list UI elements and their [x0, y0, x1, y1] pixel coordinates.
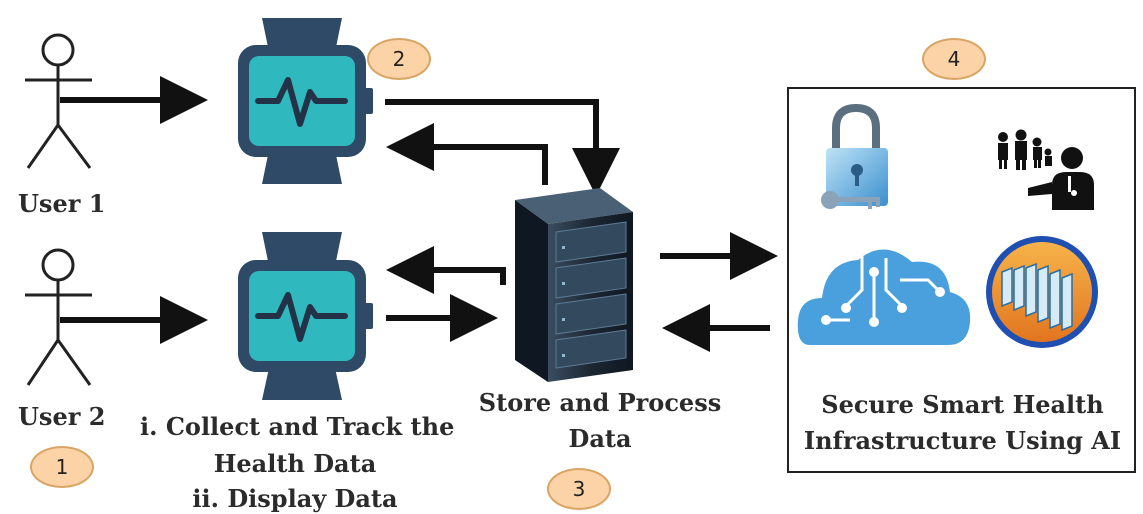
- doctor-family-icon: [998, 129, 1094, 210]
- step-badge-3: 3: [547, 468, 611, 510]
- device-caption-line2: Health Data: [213, 449, 377, 478]
- device-caption-line3: ii. Display Data: [192, 484, 398, 513]
- infrastructure-box: [787, 87, 1136, 473]
- server-caption-line1: Store and Process: [478, 388, 722, 417]
- smartwatch-1-icon: [238, 18, 373, 184]
- device-caption-line1: i. Collect and Track the: [140, 412, 455, 441]
- step-badge-4: 4: [922, 38, 986, 80]
- user1-label: User 1: [18, 189, 106, 218]
- ai-cloud-icon: [797, 249, 971, 345]
- server-rack-icon: [515, 188, 633, 382]
- user2-person-icon: [25, 248, 92, 386]
- padlock-key-icon: [821, 103, 888, 209]
- arrow-server-to-watch1: [386, 123, 548, 185]
- step-badge-2: 2: [367, 38, 431, 80]
- step-badge-1: 1: [30, 446, 94, 488]
- user1-person-icon: [25, 33, 92, 169]
- user2-label: User 2: [18, 402, 106, 431]
- infra-caption-line1: Secure Smart Health: [821, 390, 1104, 419]
- server-globe-icon: [986, 236, 1098, 348]
- infra-caption-line2: Infrastructure Using AI: [803, 426, 1122, 455]
- smartwatch-2-icon: [238, 232, 373, 400]
- server-caption-line2: Data: [568, 424, 632, 453]
- arrow-watch1-to-server: [385, 99, 620, 196]
- arrow-server-to-watch2: [386, 246, 506, 294]
